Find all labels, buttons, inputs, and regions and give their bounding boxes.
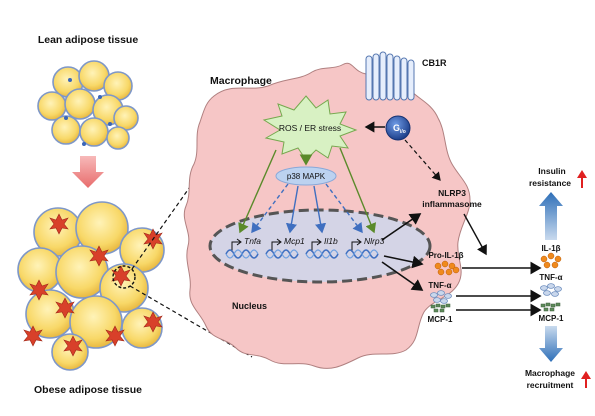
macrophage-label: Macrophage	[210, 75, 272, 87]
stress-label: ROS / ER stress	[279, 123, 341, 133]
blue-up-arrow	[539, 192, 563, 240]
gene-mcp1	[265, 238, 299, 259]
mcp1-inner-icon	[430, 303, 451, 313]
gene-il1b	[305, 238, 339, 259]
tnfa-inner-icon	[430, 290, 452, 304]
mcp1-out-icon	[540, 302, 561, 312]
insulin-line2: resistance	[529, 178, 571, 188]
arrow-p38-to-tnfa	[251, 183, 289, 234]
gene-nlrp3-label: Nlrp3	[364, 236, 385, 246]
recruit-line1: Macrophage	[525, 368, 575, 378]
il1b-out-icon	[540, 252, 562, 269]
inflammasome-line1: NLRP3	[438, 188, 466, 198]
gene-nlrp3	[345, 238, 379, 259]
obese-adipose-tissue	[17, 201, 165, 371]
il1b-out-label: IL-1β	[541, 244, 560, 253]
zoom-line-bottom	[129, 285, 253, 358]
arrow-p38-to-il1b	[313, 185, 327, 234]
p38-mapk-node	[275, 166, 337, 186]
tnfa-out-label: TNF-α	[539, 273, 562, 282]
lean-adipose-tissue	[37, 60, 139, 150]
cb1r-receptor	[365, 51, 415, 101]
p38-mapk-label: p38 MAPK	[287, 172, 326, 181]
inflammasome-line2: inflammasome	[422, 199, 482, 209]
arrow-inflammasome-to-il1b	[463, 213, 487, 256]
pro-il1b-label: Pro-IL-1β	[428, 251, 463, 260]
mcp1-out-label: MCP-1	[539, 314, 564, 323]
tnfa-inner-label: TNF-α	[428, 281, 451, 290]
arrow-stress-to-tnfa	[238, 149, 277, 234]
recruit-up-arrow-head	[581, 371, 591, 379]
blue-down-arrow	[539, 326, 563, 362]
arrow-stress-to-nlrp3	[339, 147, 377, 234]
pro-il1b-icon	[434, 260, 460, 276]
lean-tissue-label: Lean adipose tissue	[38, 34, 139, 46]
nucleus-label: Nucleus	[232, 301, 267, 311]
gene-mcp1-label: Mcp1	[284, 236, 305, 246]
zoom-circle	[112, 265, 136, 289]
arrow-p38-to-nlrp3	[325, 183, 363, 234]
gene-tnfa	[225, 238, 259, 259]
g-protein-subscript: i/o	[400, 129, 406, 135]
arrow-nucleus-to-pro-il1b	[383, 255, 424, 269]
mcp1-inner-label: MCP-1	[428, 315, 453, 324]
arrow-nucleus-to-tnfa-mcp1	[381, 261, 424, 291]
insulin-line1: Insulin	[538, 166, 565, 176]
arrow-p38-to-mcp1	[285, 185, 299, 234]
gene-il1b-label: Il1b	[324, 236, 338, 246]
insulin-up-arrow-head	[577, 170, 587, 178]
arrow-g-to-nlrp3	[404, 139, 441, 181]
ros-er-stress-burst	[262, 95, 358, 161]
tissue-transition-arrow	[72, 156, 104, 188]
obese-tissue-label: Obese adipose tissue	[34, 384, 142, 396]
g-protein-label: G	[393, 123, 400, 133]
recruit-line2: recruitment	[527, 380, 574, 390]
gene-tnfa-label: Tnfa	[244, 236, 261, 246]
arrow-nlrp3-gene-to-inflammasome	[381, 213, 422, 241]
tnfa-out-icon	[540, 283, 562, 297]
cb1r-label: CB1R	[422, 58, 447, 68]
g-protein	[385, 115, 411, 141]
